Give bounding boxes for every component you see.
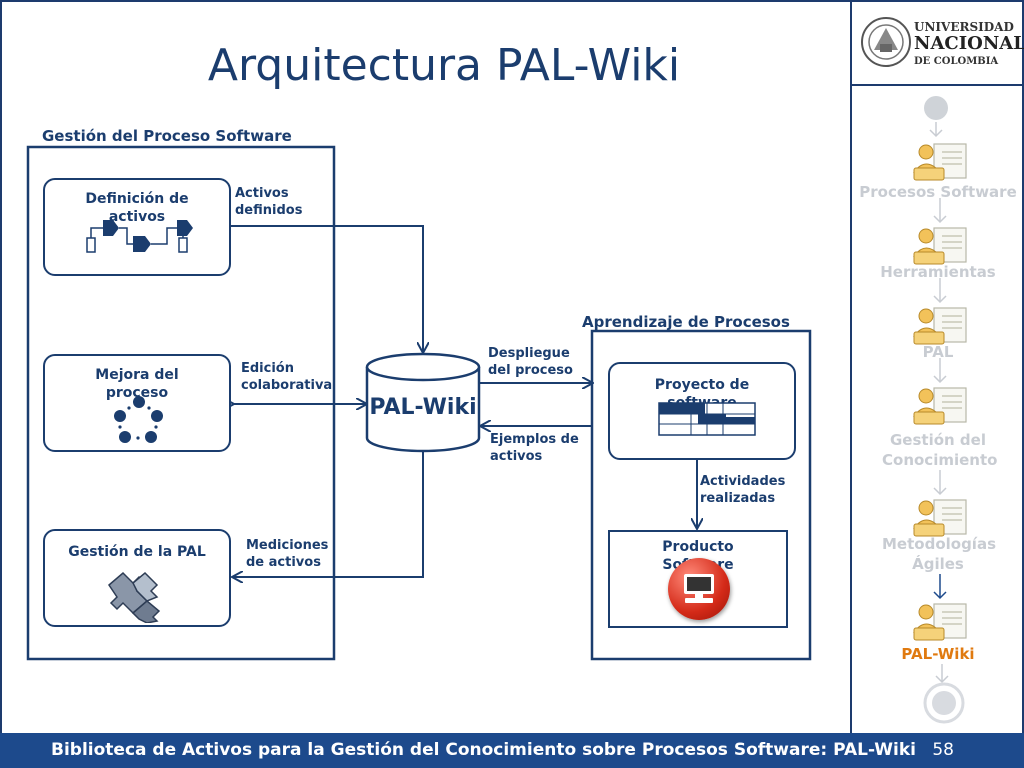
nav-user-card-icon [912,603,967,641]
nav-connector-arrow [933,470,947,496]
puzzle-icon [108,571,161,623]
slide-title: Arquitectura PAL-Wiki [207,40,681,91]
nav-connector-arrow [933,574,947,600]
box-gestion-pal-label: Gestión de la PAL [68,544,206,560]
nav-user-card-icon [912,143,967,181]
label-mediciones: Mediciones de activos [246,538,329,570]
label-actividades: Actividades realizadas [700,474,786,506]
university-line2: NACIONAL [914,33,1024,54]
nav-start-icon [924,96,948,120]
right-group-title: Aprendizaje de Procesos [582,313,790,331]
box-definicion-activos: Definición de activos [43,178,231,276]
label-ejemplos: Ejemplos de activos [490,432,579,464]
university-logo: UNIVERSIDAD NACIONAL DE COLOMBIA [858,10,1024,76]
nav-user-card-icon [912,307,967,345]
left-group-title: Gestión del Proceso Software [42,127,292,145]
nav-connector-arrow [933,358,947,384]
pal-wiki-cylinder [365,352,481,453]
diagram-connectors [26,145,812,661]
nav-user-card-icon [912,227,967,265]
nav-connector-arrow [933,198,947,224]
computer-icon [668,558,730,620]
box-proyecto-software: Proyecto de software [608,362,796,460]
box-definicion-label: Definición de activos [85,191,189,225]
arrow-activos-definidos [231,225,423,352]
nav-item-label[interactable]: Metodologías Ágiles [882,535,996,573]
nav-item-label[interactable]: PAL-Wiki [901,645,975,663]
right-group-container [590,329,812,661]
footer-title: Biblioteca de Activos para la Gestión de… [51,740,916,760]
nav-user-card-icon [912,387,967,425]
nav-item-label[interactable]: PAL [922,343,954,361]
pal-wiki-label: PAL-Wiki [369,395,477,420]
university-line1: UNIVERSIDAD [914,20,1014,34]
process-flow-icon [86,220,193,253]
sidebar-nav-graphics [924,96,948,138]
box-mejora-label: Mejora del proceso [95,367,179,401]
box-gestion-pal: Gestión de la PAL [43,529,231,627]
arrow-mediciones [233,452,424,577]
nav-item-label[interactable]: Gestión del Conocimiento [882,431,998,469]
logo-frame [850,0,1024,86]
cycle-icon [114,396,163,443]
nav-item-label[interactable]: Herramientas [880,263,996,281]
box-producto-software: Producto Software [608,530,788,628]
university-line3: DE COLOMBIA [914,56,999,67]
box-mejora-proceso: Mejora del proceso [43,354,231,452]
gantt-chart-icon [658,402,756,436]
nav-connector-arrow [933,278,947,304]
label-edicion-colaborativa: Edición colaborativa [241,361,333,393]
label-despliegue: Despliegue del proceso [488,346,573,378]
label-activos-definidos: Activos definidos [235,186,303,218]
university-seal-icon [861,17,911,67]
sidebar-nav-end [923,664,965,724]
nav-item-label[interactable]: Procesos Software [859,183,1017,201]
page-number: 58 [932,740,954,760]
footer-bar: Biblioteca de Activos para la Gestión de… [0,733,1024,768]
nav-user-card-icon [912,499,967,537]
nav-end-icon [923,682,965,724]
